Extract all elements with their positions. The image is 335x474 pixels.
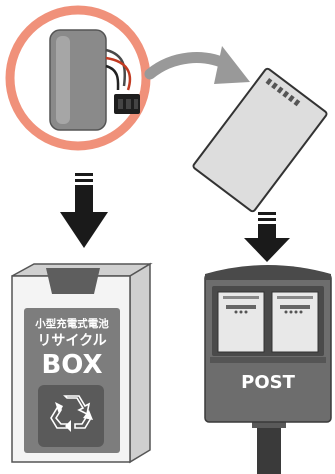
box-label-line1: 小型充電式電池 (34, 317, 109, 330)
curved-arrow-icon (150, 46, 250, 84)
box-label-line3: BOX (41, 350, 102, 380)
collection-box: 小型充電式電池 リサイクル BOX (12, 264, 150, 462)
down-arrow-left (60, 173, 108, 248)
battery-highlight (10, 10, 146, 146)
mailbox: POST (205, 265, 331, 474)
down-arrow-right (244, 212, 290, 262)
envelope-icon (192, 68, 327, 213)
mailbox-label: POST (241, 372, 295, 393)
box-label-line2: リサイクル (37, 333, 106, 349)
